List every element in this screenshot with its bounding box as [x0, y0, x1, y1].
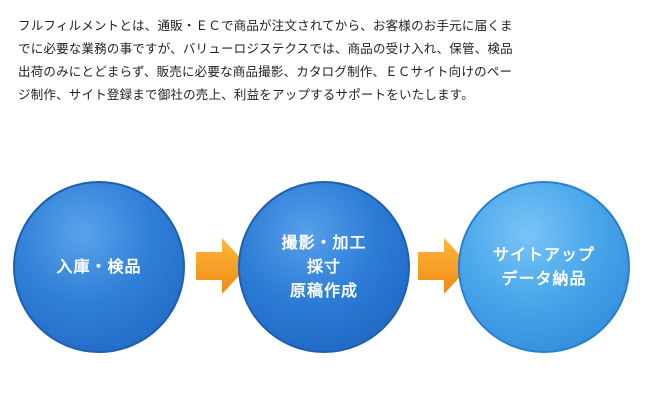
step-label: サイトアップ データ納品	[493, 243, 595, 291]
intro-line: 出荷のみにとどまらず、販売に必要な商品撮影、カタログ制作、ＥＣサイト向けのペー	[18, 64, 513, 79]
step-label: 入庫・検品	[56, 255, 141, 279]
step-label-line: サイトアップ	[492, 245, 595, 264]
step-label-line: 原稿作成	[289, 281, 358, 300]
arrow-right-icon	[418, 238, 470, 294]
intro-text: フルフィルメントとは、通販・ＥＣで商品が注文されてから、お客様のお手元に届くま …	[18, 14, 648, 106]
step-label-line: データ納品	[501, 269, 587, 288]
step-circle-receiving-inspection: 入庫・検品	[13, 181, 185, 353]
step-circle-site-upload: サイトアップ データ納品	[458, 181, 630, 353]
arrow-right-icon	[196, 238, 248, 294]
step-label: 撮影・加工 採寸 原稿作成	[281, 231, 366, 303]
step-label-line: 撮影・加工	[281, 233, 367, 252]
intro-line: でに必要な業務の事ですが、バリューロジステクスでは、商品の受け入れ、保管、検品	[18, 41, 513, 56]
step-label-line: 入庫・検品	[56, 257, 142, 276]
step-circle-photo-processing: 撮影・加工 採寸 原稿作成	[238, 181, 410, 353]
intro-line: フルフィルメントとは、通販・ＥＣで商品が注文されてから、お客様のお手元に届くま	[18, 18, 513, 33]
step-label-line: 採寸	[306, 257, 341, 276]
intro-line: ジ制作、サイト登録まで御社の売上、利益をアップするサポートをいたします。	[18, 87, 474, 102]
